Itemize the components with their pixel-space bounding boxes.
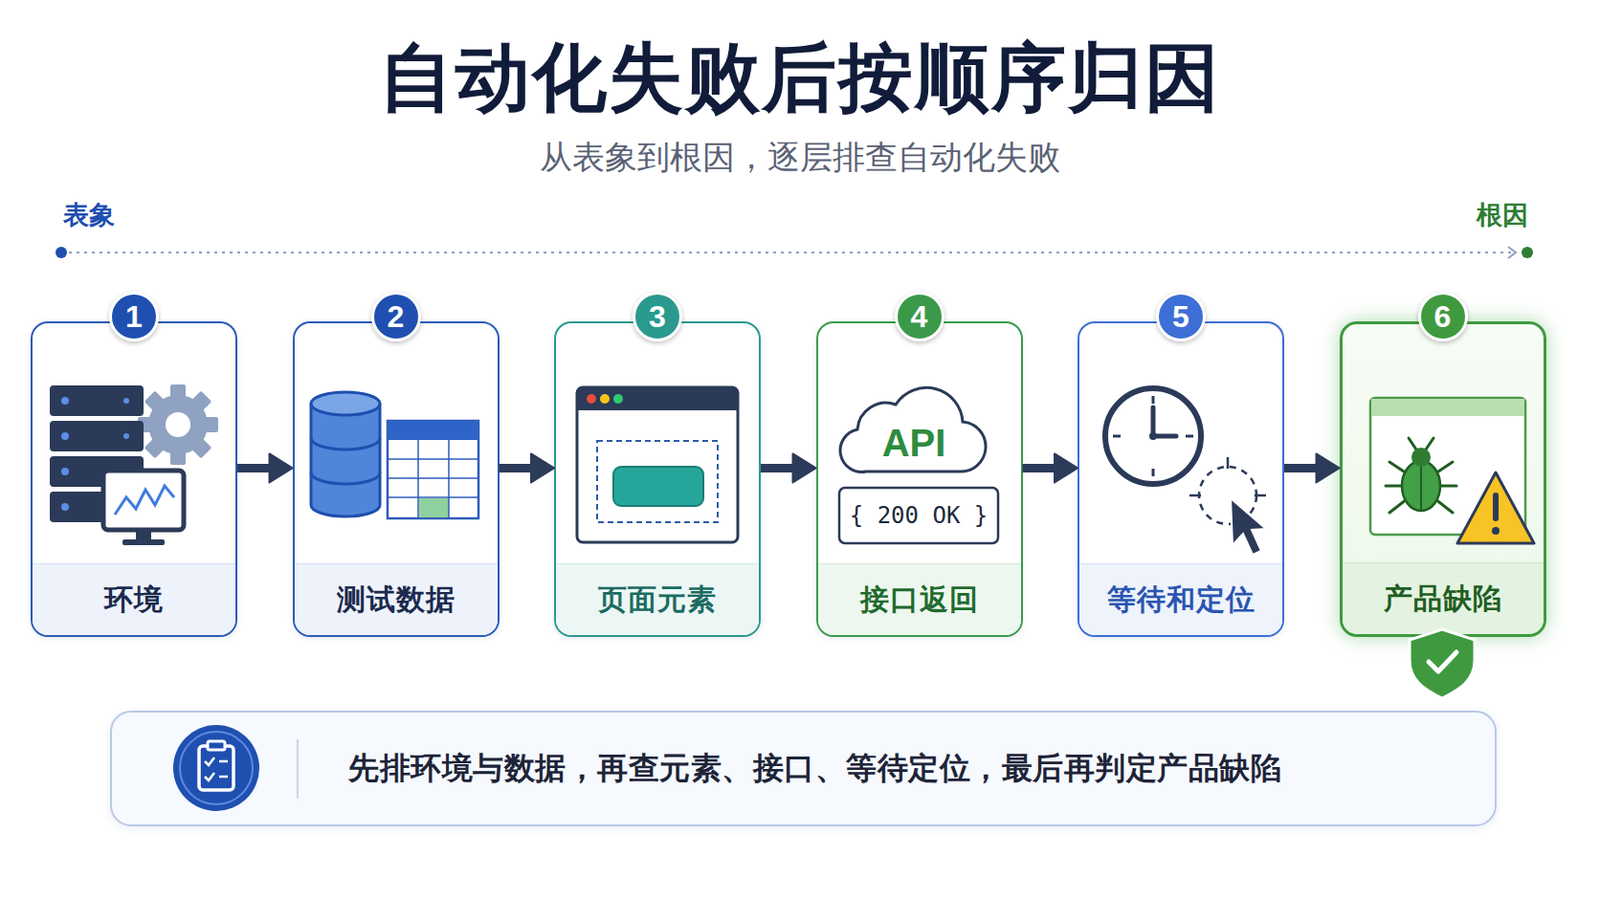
number-badge: 2: [371, 291, 422, 342]
number-badge: 1: [109, 291, 159, 342]
status-code: { 200 OK }: [849, 502, 989, 530]
arrow-shaft: [237, 464, 272, 473]
arrow-shaft: [1284, 464, 1319, 473]
callout-number: 2: [387, 301, 405, 333]
arrow-head: [793, 453, 817, 483]
step-label: 页面元素: [598, 580, 717, 621]
callout-number: 6: [1434, 301, 1452, 333]
note-text: 先排环境与数据，再查元素、接口、等待定位，最后再判定产品缺陷: [348, 748, 1476, 791]
label-band: 产品缺陷: [1342, 562, 1544, 635]
shield-badge: [1409, 629, 1475, 699]
axis-end-label: 根因: [1476, 200, 1529, 230]
step-box: 测试数据: [292, 321, 500, 638]
timeline-axis: [55, 246, 67, 259]
note-body: 先排环境与数据，再查元素、接口、等待定位，最后再判定产品缺陷: [348, 712, 1476, 825]
number-badge: 5: [1155, 291, 1206, 342]
step-box: 环境: [30, 321, 238, 638]
number-badge: 4: [894, 291, 945, 342]
callout-number: 1: [125, 301, 143, 333]
step-label: 测试数据: [336, 580, 456, 621]
arrow-head: [1316, 453, 1340, 483]
label-band: 页面元素: [555, 563, 759, 636]
flow-arrow: [1284, 453, 1340, 483]
arrow-head: [531, 453, 555, 483]
flow-arrow: [760, 453, 817, 483]
step-box: 产品缺陷: [1339, 321, 1547, 638]
api-text: API: [882, 422, 947, 465]
timeline-axis: [61, 251, 1516, 254]
timeline-axis: [1521, 246, 1534, 259]
label-band: 等待和定位: [1079, 563, 1283, 636]
arrow-shaft: [1022, 464, 1058, 473]
axis-start-label: 表象: [63, 200, 115, 230]
status-code: { 200 OK }: [849, 504, 989, 528]
diagram-title: 自动化失败后按顺序归因: [0, 40, 1600, 115]
flow-arrow: [237, 453, 293, 483]
callout-number: 5: [1172, 301, 1190, 333]
step-box: 等待和定位: [1077, 321, 1285, 638]
summary-note: 先排环境与数据，再查元素、接口、等待定位，最后再判定产品缺陷: [110, 711, 1497, 827]
arrow-shaft: [499, 464, 534, 473]
label-band: 环境: [32, 563, 236, 636]
timeline-axis: [55, 246, 1534, 259]
diagram-subtitle: 从表象到根因，逐层排查自动化失败: [0, 139, 1600, 176]
number-badge: 3: [632, 291, 683, 342]
step-label: 产品缺陷: [1383, 579, 1503, 620]
arrow-shaft: [760, 464, 796, 473]
step-label: 等待和定位: [1107, 580, 1256, 621]
callout-number: 4: [911, 301, 929, 333]
callout-number: 3: [648, 301, 667, 333]
label-band: 接口返回: [818, 563, 1022, 636]
axis-end-label: 根因: [1476, 202, 1529, 229]
api-text: API: [882, 423, 947, 463]
label-band: 测试数据: [294, 563, 498, 636]
flow-arrow: [499, 453, 556, 483]
arrow-head: [1054, 453, 1078, 483]
step-box: 接口返回: [816, 321, 1023, 638]
number-badge: 6: [1418, 291, 1468, 342]
axis-start-label: 表象: [63, 202, 115, 229]
timeline-axis: [1508, 246, 1516, 259]
arrow-head: [269, 453, 293, 483]
flow-arrow: [1022, 453, 1079, 483]
shield-badge: [1409, 629, 1475, 699]
shield-badge: [1428, 652, 1457, 672]
step-box: 页面元素: [554, 321, 761, 638]
step-label: 接口返回: [860, 580, 979, 621]
step-label: 环境: [104, 580, 164, 621]
